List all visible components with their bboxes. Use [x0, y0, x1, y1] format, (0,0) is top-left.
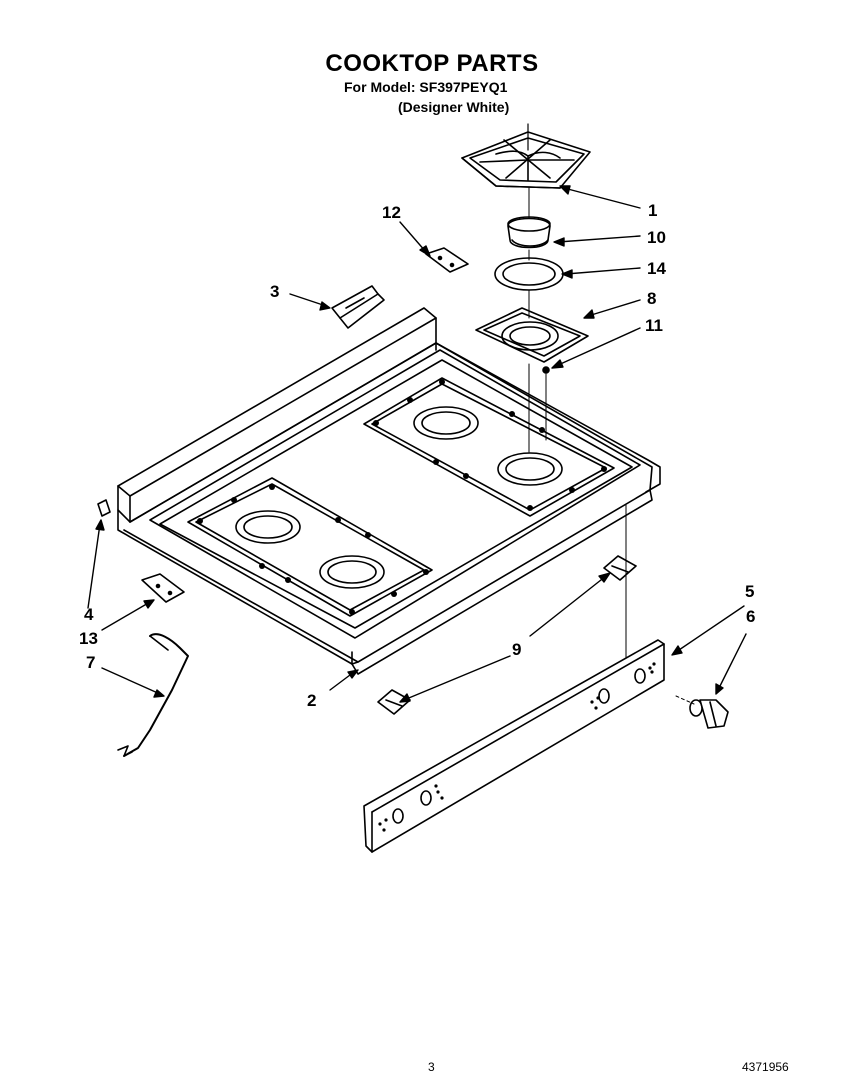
- model-number: For Model: SF397PEYQ1: [344, 79, 508, 95]
- burner-cap: [507, 216, 551, 249]
- document-number: 4371956: [742, 1060, 789, 1074]
- callout-4: 4: [84, 605, 94, 624]
- callout-12: 12: [382, 203, 401, 222]
- burner-grate: [461, 123, 591, 189]
- callout-6: 6: [746, 607, 756, 626]
- callout-14: 14: [647, 259, 666, 278]
- callout-10: 10: [647, 228, 666, 247]
- callout-9: 9: [512, 640, 522, 659]
- hinge-bracket-3: [331, 285, 385, 329]
- leader-lines: [87, 185, 747, 703]
- callout-13: 13: [79, 629, 98, 648]
- left-burner-plate: [187, 477, 433, 617]
- callout-11: 11: [645, 316, 663, 335]
- callout-2: 2: [307, 691, 317, 710]
- control-knob: [675, 695, 729, 729]
- wire-support-7: [117, 633, 189, 757]
- callout-3: 3: [270, 282, 280, 301]
- callout-1: 1: [648, 201, 658, 220]
- bracket-13: [141, 573, 185, 603]
- clip-9-upper: [603, 555, 637, 581]
- clip-4: [97, 499, 111, 517]
- right-burner-plate: [363, 377, 615, 517]
- burner-ring: [494, 257, 564, 291]
- callout-5: 5: [745, 582, 755, 601]
- page-number: 3: [428, 1060, 435, 1074]
- burner-screw: [542, 366, 550, 441]
- burner-trim-plate: [475, 307, 589, 363]
- callout-8: 8: [647, 289, 657, 308]
- cooktop-panel: [117, 307, 661, 675]
- page-title: COOKTOP PARTS: [325, 50, 539, 77]
- alignment-lines: [528, 187, 627, 663]
- bracket-12: [425, 247, 469, 273]
- control-panel: [363, 639, 665, 853]
- callout-7: 7: [86, 653, 96, 672]
- model-variant: (Designer White): [398, 99, 510, 115]
